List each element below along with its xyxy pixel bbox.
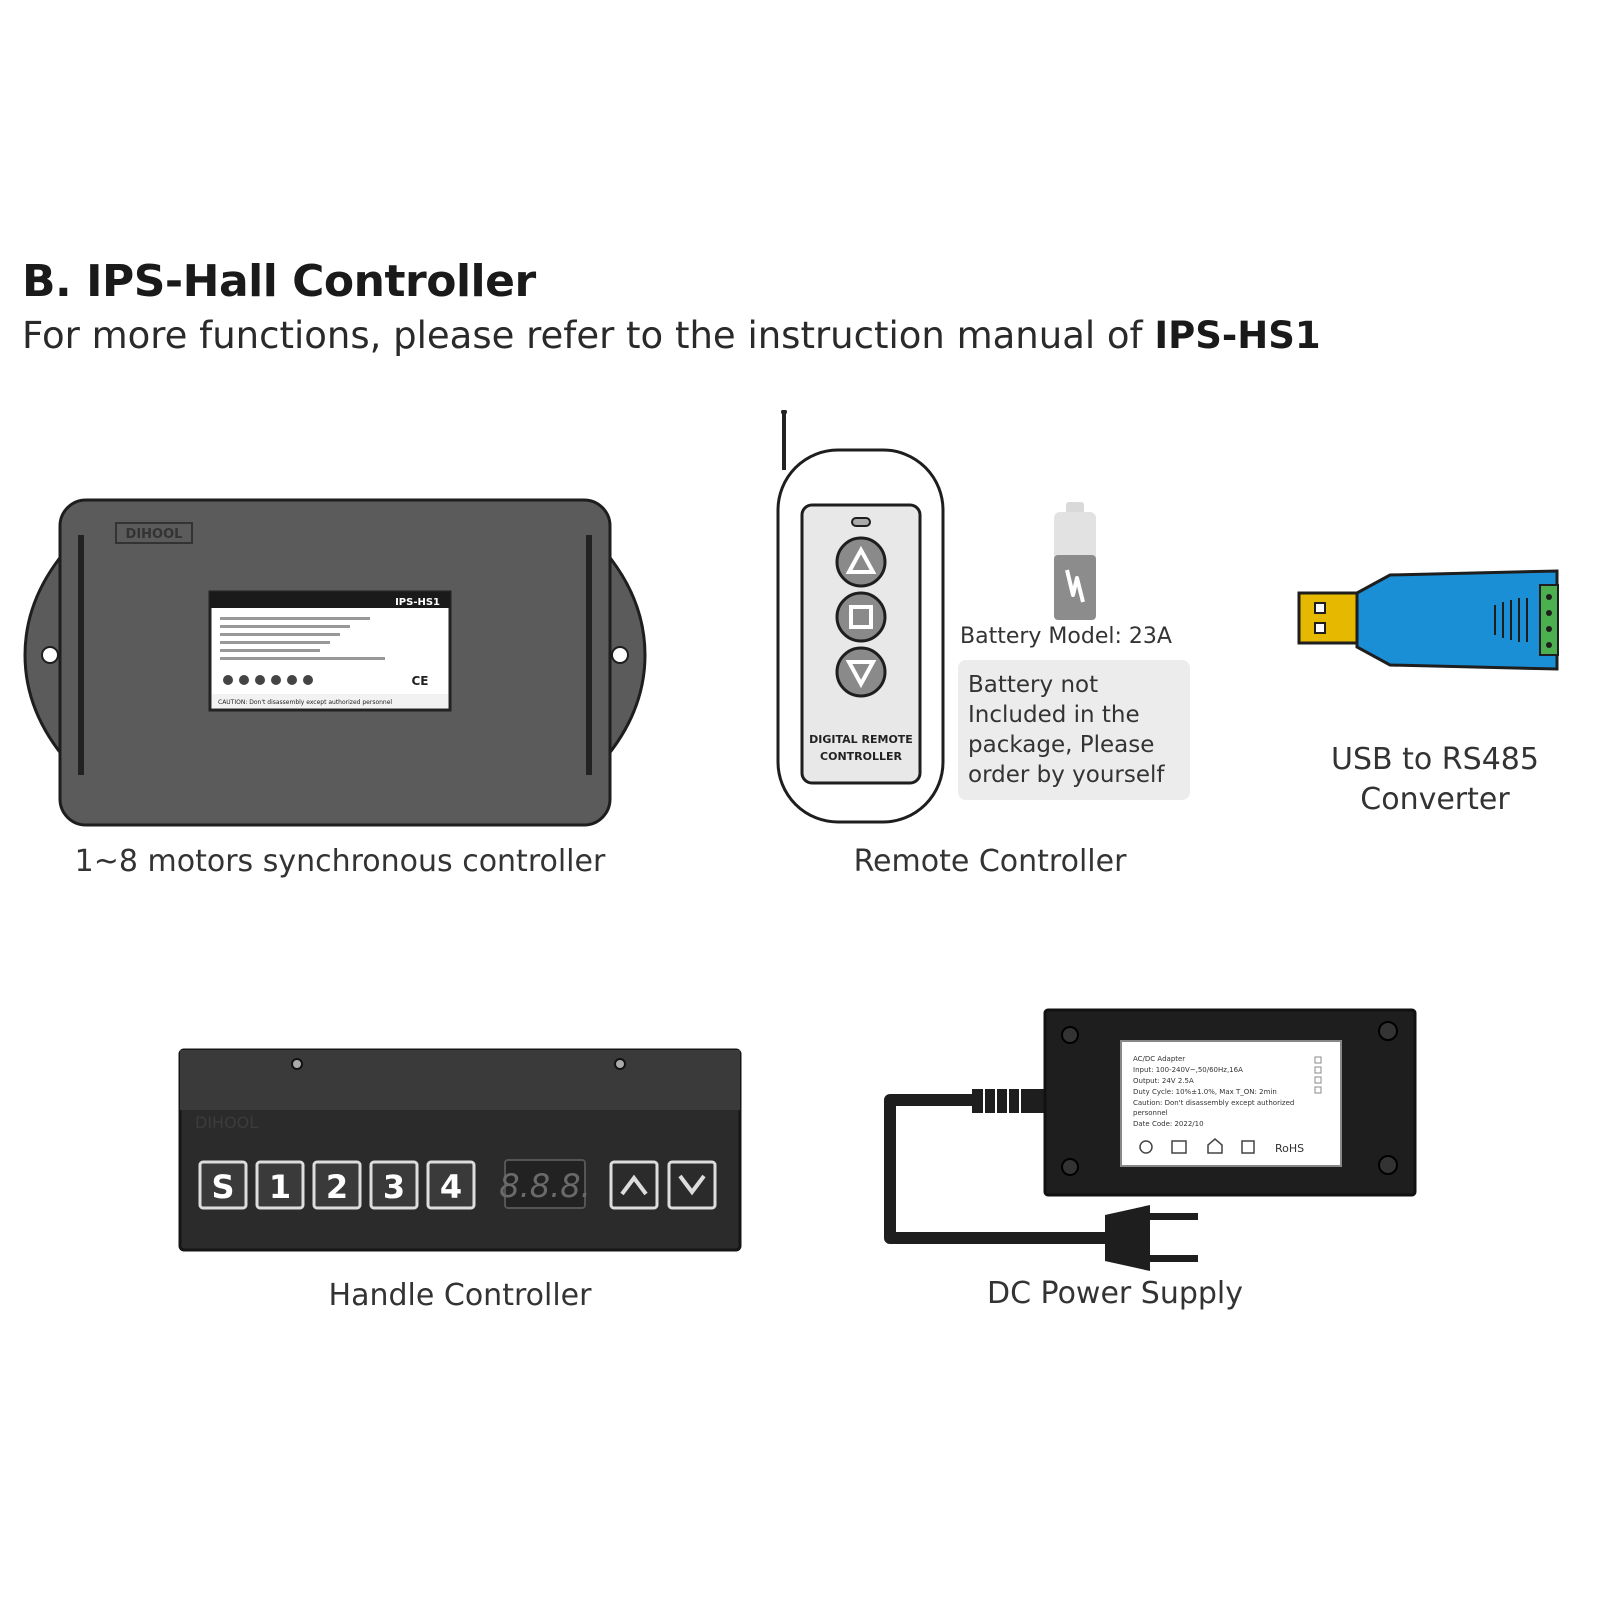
power-label-rohs: RoHS [1275, 1142, 1304, 1155]
handle-button-label: S [211, 1168, 234, 1206]
controller-brand: DIHOOL [126, 527, 183, 542]
up-arrow-icon [620, 1174, 648, 1196]
synchronous-controller-illustration: DIHOOL IPS-HS1 CE CAUTION: Don't disasse… [23, 498, 647, 827]
handle-up-button [609, 1160, 659, 1210]
power-label-line2: Output: 24V 2.5A [1133, 1077, 1194, 1085]
remote-label-line1: DIGITAL REMOTE [809, 733, 913, 746]
dc-power-supply-caption: DC Power Supply [986, 1276, 1244, 1311]
handle-button-label: 1 [269, 1168, 291, 1206]
handle-button-s [198, 1160, 248, 1210]
page-subtitle: For more functions, please refer to the … [22, 314, 1321, 357]
usb-converter-caption: USB to RS485 Converter [1280, 740, 1590, 820]
remote-controller-caption: Remote Controller [853, 844, 1127, 879]
handle-button-label: 2 [326, 1168, 348, 1206]
handle-display: 8.8.8. [499, 1167, 591, 1205]
battery-icon [1054, 502, 1096, 620]
down-arrow-icon [678, 1174, 706, 1196]
usb-rs485-converter-illustration [1297, 569, 1559, 671]
handle-controller-caption: Handle Controller [328, 1278, 592, 1313]
handle-button-1 [255, 1160, 305, 1210]
handle-button-2 [312, 1160, 362, 1210]
handle-button-3 [369, 1160, 419, 1210]
usb-converter-caption-line2: Converter [1360, 782, 1510, 817]
handle-down-button [667, 1160, 717, 1210]
power-label-line3: Duty Cycle: 10%±1.0%, Max T_ON: 2min [1133, 1088, 1277, 1096]
usb-converter-caption-line1: USB to RS485 [1331, 742, 1539, 777]
handle-button-label: 3 [383, 1168, 405, 1206]
power-label-title: AC/DC Adapter [1133, 1055, 1185, 1063]
ce-mark-icon: CE [411, 674, 428, 688]
battery-note: Battery not Included in the package, Ple… [958, 660, 1190, 800]
handle-button-label: 4 [440, 1168, 462, 1206]
handle-button-4 [426, 1160, 476, 1210]
synchronous-controller-caption: 1~8 motors synchronous controller [74, 844, 606, 879]
power-label-line1: Input: 100-240V~,50/60Hz,16A [1133, 1066, 1243, 1074]
up-arrow-icon [845, 545, 877, 574]
handle-brand: DIHOOL [195, 1113, 258, 1132]
remote-controller-illustration: DIGITAL REMOTE CONTROLLER [776, 410, 945, 824]
subtitle-text: For more functions, please refer to the … [22, 314, 1155, 357]
controller-label-model: IPS-HS1 [395, 597, 440, 608]
battery-model-text: Battery Model: 23A [960, 624, 1172, 649]
dc-power-supply-illustration: AC/DC Adapter Input: 100-240V~,50/60Hz,1… [884, 1008, 1417, 1271]
controller-label-caution: CAUTION: Don't disassembly except author… [218, 699, 392, 706]
page-title: B. IPS-Hall Controller [22, 256, 536, 307]
power-label-line4: Caution: Don't disassembly except author… [1133, 1099, 1294, 1107]
power-label-line5: personnel [1133, 1109, 1168, 1117]
remote-label-line2: CONTROLLER [820, 750, 902, 763]
subtitle-model: IPS-HS1 [1154, 314, 1321, 357]
power-label-line6: Date Code: 2022/10 [1133, 1120, 1204, 1128]
